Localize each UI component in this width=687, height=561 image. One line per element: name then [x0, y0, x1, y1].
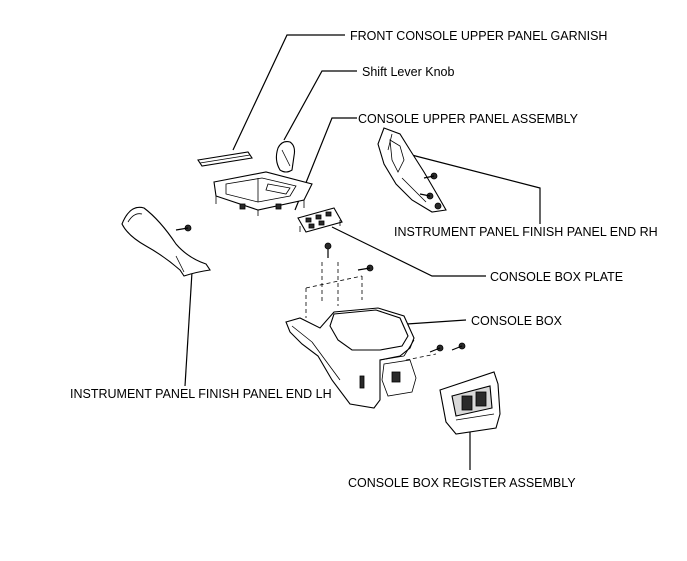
label-console-box-register-assembly: CONSOLE BOX REGISTER ASSEMBLY [348, 476, 576, 490]
label-instrument-panel-finish-panel-end-lh: INSTRUMENT PANEL FINISH PANEL END LH [70, 387, 332, 401]
shift-lever-knob-part [275, 141, 296, 173]
console-box-register-assembly-part [439, 371, 501, 435]
front-console-upper-panel-garnish-part [197, 151, 253, 167]
leader-console-box-plate [331, 226, 486, 277]
instrument-panel-finish-panel-end-lh-part [121, 206, 211, 277]
alignment-lines [305, 262, 437, 361]
console-box-plate-part [297, 207, 343, 233]
leader-front-console-garnish [232, 34, 345, 151]
leader-finish-panel-lh [184, 271, 193, 387]
leader-finish-panel-rh [399, 151, 541, 224]
leader-console-upper-panel [294, 117, 357, 211]
label-console-box-plate: CONSOLE BOX PLATE [490, 270, 623, 284]
label-console-box: CONSOLE BOX [471, 314, 563, 328]
instrument-panel-finish-panel-end-rh-part [377, 127, 447, 213]
labels: FRONT CONSOLE UPPER PANEL GARNISH Shift … [70, 29, 658, 490]
label-console-upper-panel-assembly: CONSOLE UPPER PANEL ASSEMBLY [358, 112, 579, 126]
label-instrument-panel-finish-panel-end-rh: INSTRUMENT PANEL FINISH PANEL END RH [394, 225, 658, 239]
label-shift-lever-knob: Shift Lever Knob [362, 65, 454, 79]
console-upper-panel-assembly-part [213, 171, 313, 216]
screws [429, 342, 466, 353]
leader-shift-lever-knob [283, 70, 357, 141]
clip-part [324, 242, 374, 272]
console-box-part [285, 307, 417, 409]
label-front-console-upper-panel-garnish: FRONT CONSOLE UPPER PANEL GARNISH [350, 29, 607, 43]
